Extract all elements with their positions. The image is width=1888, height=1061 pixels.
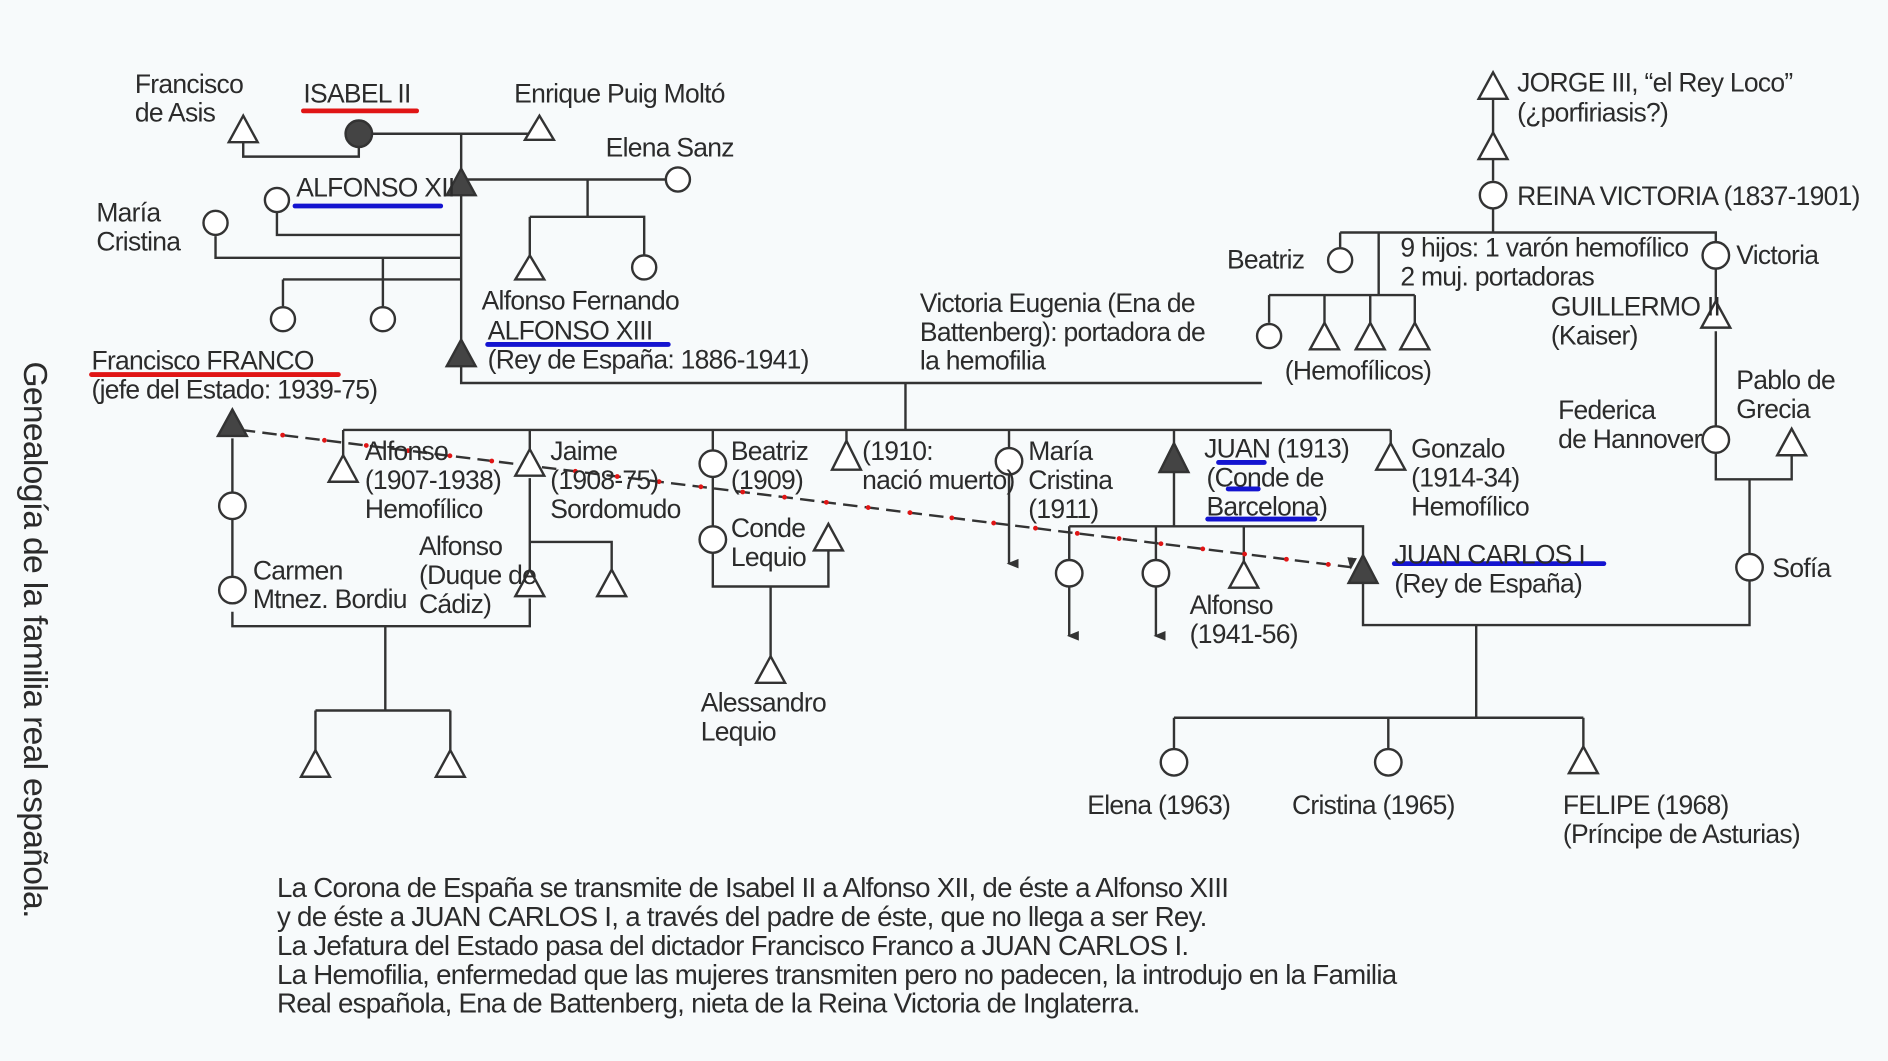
guillermo-label: GUILLERMO II <box>1551 292 1720 322</box>
alfonso-1941-label-2: (1941-56) <box>1190 619 1298 649</box>
enrique-symbol <box>522 113 557 141</box>
maria-cristina-label: María <box>96 198 161 228</box>
francisco-asis-symbol <box>226 113 260 144</box>
jorge3-label: JORGE III, “el Rey Loco” <box>1517 68 1792 98</box>
reina-victoria-symbol <box>1478 180 1508 210</box>
juan-year: (1913) <box>1270 434 1349 464</box>
conde-lequio-label: Conde <box>731 513 805 543</box>
alfonso13-symbol <box>444 337 478 368</box>
gonzalo-label-2: (1914-34) <box>1411 463 1519 493</box>
juan-carlos-symbol <box>1346 552 1380 585</box>
person-labels: Francisco de Asis ISABEL II Enrique Puig… <box>92 68 1861 849</box>
alfonso12-label: ALFONSO XII <box>296 172 454 202</box>
connector-lines <box>214 98 1793 751</box>
stillborn-label: (1910: <box>862 436 933 466</box>
maria-cristina-1911-label: María <box>1028 436 1093 466</box>
alfonso-cadiz-label: Alfonso <box>419 531 502 561</box>
caption-line: y de éste a JUAN CARLOS I, a través del … <box>277 901 1207 932</box>
juan-symbol <box>1157 440 1191 474</box>
victoria-eugenia-symbol <box>1255 322 1283 350</box>
alessandro-label-2: Lequio <box>701 717 776 747</box>
felipe-symbol <box>1566 744 1600 775</box>
person-symbols <box>202 69 1809 778</box>
elena-sanz-symbol <box>664 166 692 193</box>
jaime-label-3: Sordomudo <box>550 494 680 524</box>
nine-children-label: 9 hijos: 1 varón hemofílico <box>1400 233 1688 263</box>
elena-sanz-label: Elena Sanz <box>606 133 734 163</box>
alfonso-1907-label-3: Hemofílico <box>365 494 483 524</box>
felipe-label: FELIPE (1968) <box>1563 790 1729 820</box>
maria-cristina-label-2: Cristina <box>96 227 181 257</box>
alfonso13-label: ALFONSO XIII <box>488 316 653 346</box>
guillermo-label-2: (Kaiser) <box>1551 320 1638 350</box>
caption: La Corona de España se transmite de Isab… <box>277 872 1399 1019</box>
reina-victoria-label: REINA VICTORIA (1837-1901) <box>1517 181 1860 211</box>
juan-carlos-label: JUAN CARLOS I <box>1394 540 1585 570</box>
franco-label: Francisco FRANCO <box>92 346 314 376</box>
carmen-label-2: Mtnez. Bordiu <box>253 584 407 614</box>
jorge3-symbol <box>1476 69 1510 101</box>
hemofilicos-label: (Hemofílicos) <box>1285 355 1431 385</box>
gonzalo-label-3: Hemofílico <box>1411 491 1529 521</box>
isabel2-symbol <box>344 119 374 149</box>
nine-children-label-2: 2 muj. portadoras <box>1400 261 1594 291</box>
victoria-eugenia-label: Victoria Eugenia (Ena de <box>920 288 1195 318</box>
alfonso-fernando-label: Alfonso Fernando <box>482 286 679 316</box>
diagram-title: Genealogía de la familia real española. <box>16 361 54 917</box>
gonzalo-label: Gonzalo <box>1411 434 1505 464</box>
federica-label-2: de Hannover <box>1558 424 1703 454</box>
alfonso-cadiz-label-3: Cádiz) <box>419 589 491 619</box>
francisco-asis-label: Francisco <box>135 69 243 99</box>
cristina-label: Cristina (1965) <box>1292 790 1455 820</box>
pablo-label-2: Grecia <box>1736 394 1811 424</box>
juan-label: JUAN (1913) <box>1204 434 1349 464</box>
victoria-eugenia-label-3: la hemofilia <box>920 346 1046 376</box>
isabel2-label: ISABEL II <box>303 78 410 108</box>
francisco-asis-label-2: de Asis <box>135 98 216 128</box>
elena-label: Elena (1963) <box>1087 790 1230 820</box>
franco-sub: (jefe del Estado: 1939-75) <box>92 375 378 405</box>
beatriz-battenberg-label: Beatriz <box>1227 245 1304 275</box>
caption-line: La Corona de España se transmite de Isab… <box>277 872 1228 903</box>
enrique-label: Enrique Puig Moltó <box>514 78 725 108</box>
victoria-label: Victoria <box>1736 240 1819 270</box>
caption-line: Real española, Ena de Battenberg, nieta … <box>277 988 1140 1019</box>
conde-barcelona-label: (Conde de <box>1206 463 1323 493</box>
conde-barcelona-label-2: Barcelona) <box>1206 491 1327 521</box>
alfonso12-symbol <box>444 166 478 197</box>
maria-cristina-1911-label-3: (1911) <box>1028 494 1098 524</box>
alfonso-cadiz-label-2: (Duque de <box>419 560 536 590</box>
pablo-label: Pablo de <box>1736 365 1835 395</box>
jaime-label: Jaime <box>550 436 617 466</box>
caption-line: La Hemofilia, enfermedad que las mujeres… <box>277 959 1398 990</box>
alfonso-1941-label: Alfonso <box>1190 590 1273 620</box>
alfonso-1907-label: Alfonso <box>365 436 448 466</box>
carmen-label: Carmen <box>253 555 343 585</box>
victoria-eugenia-label-2: Battenberg): portadora de <box>920 317 1205 347</box>
sofia-label: Sofía <box>1772 553 1831 583</box>
juan-name: JUAN <box>1204 434 1270 464</box>
juan-carlos-sub: (Rey de España) <box>1394 569 1582 599</box>
beatriz-1909-label-2: (1909) <box>731 465 803 495</box>
maria-cristina-1911-label-2: Cristina <box>1028 465 1113 495</box>
franco-symbol <box>215 406 249 438</box>
federica-label: Federica <box>1558 395 1656 425</box>
stillborn-label-2: nació muerto) <box>862 465 1014 495</box>
alessandro-label: Alessandro <box>701 688 826 718</box>
state-succession-line <box>240 428 1357 570</box>
felipe-label-2: (Príncipe de Asturias) <box>1563 819 1800 849</box>
jaime-label-2: (1908-75) <box>550 465 658 495</box>
jorge3-label-2: (¿porfiriasis?) <box>1517 98 1668 128</box>
conde-lequio-label-2: Lequio <box>731 542 806 572</box>
sofia-symbol <box>1735 552 1764 582</box>
caption-line: La Jefatura del Estado pasa del dictador… <box>277 930 1188 961</box>
alfonso13-sub: (Rey de España: 1886-1941) <box>488 345 809 375</box>
alfonso-1907-label-2: (1907-1938) <box>365 465 501 495</box>
beatriz-1909-label: Beatriz <box>731 436 808 466</box>
maria-cristina-symbol <box>202 209 229 237</box>
